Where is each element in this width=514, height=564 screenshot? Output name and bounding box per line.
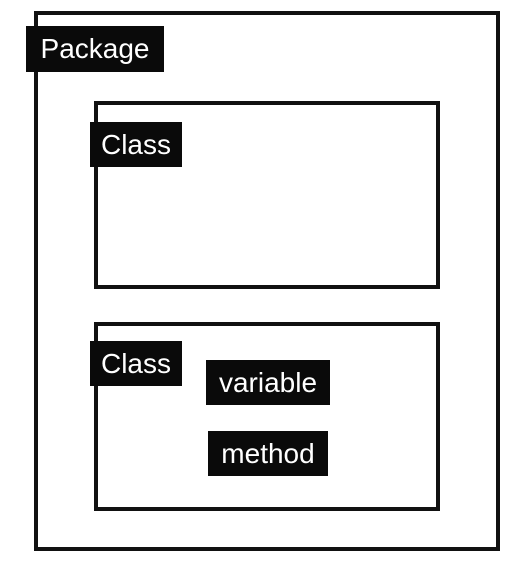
method-member-label: method xyxy=(208,431,328,476)
package-label: Package xyxy=(26,26,164,72)
class-container-with-members xyxy=(94,322,440,511)
variable-member-label: variable xyxy=(206,360,330,405)
class-label: Class xyxy=(90,122,182,167)
class-container-empty xyxy=(94,101,440,289)
package-container xyxy=(34,11,500,551)
class-label: Class xyxy=(90,341,182,386)
